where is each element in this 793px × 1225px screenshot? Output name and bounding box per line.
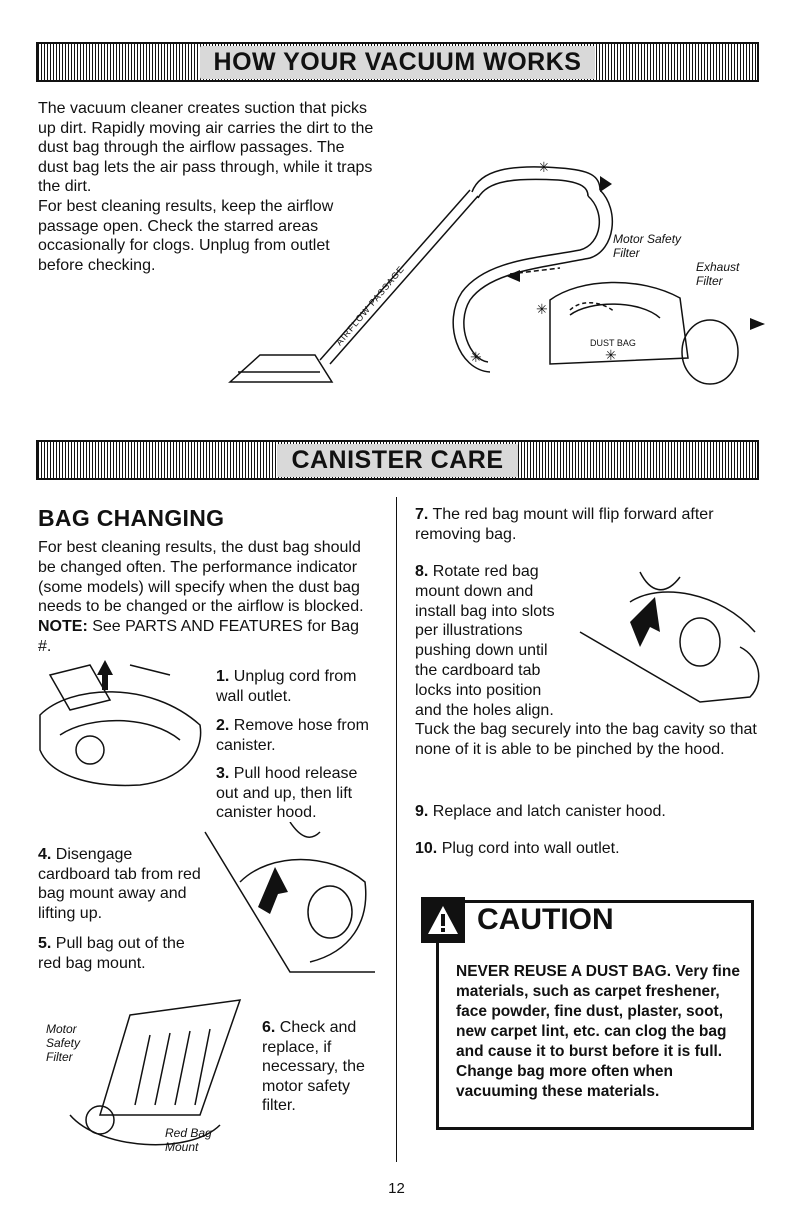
fig-disengage-tab — [204, 822, 375, 973]
warning-triangle-icon — [421, 897, 465, 943]
caution-title: CAUTION — [471, 903, 620, 937]
caution-box — [436, 900, 754, 1130]
page-number: 12 — [388, 1180, 405, 1197]
step-2: 2. Remove hose from canister. — [216, 717, 369, 754]
fig-install-bag — [579, 571, 760, 703]
airflow-passage-label: AIRFLOW PASSAGE — [334, 264, 406, 348]
section-banner-how-vacuum-works: HOW YOUR VACUUM WORKS — [36, 42, 759, 82]
bag-changing-intro: For best cleaning results, the dust bag … — [38, 539, 364, 655]
red-bag-mount-label: Red Bag Mount — [165, 1126, 212, 1154]
section-banner-canister-care: CANISTER CARE — [36, 440, 759, 480]
step-6: 6. Check and replace, if necessary, the … — [262, 1019, 365, 1114]
fig-motor-safety-filter — [69, 999, 242, 1146]
step-8: 8. Rotate red bag mount down and install… — [415, 563, 757, 759]
step-1: 1. Unplug cord from wall outlet. — [216, 668, 357, 705]
svg-text:✳: ✳ — [605, 347, 617, 363]
column-divider — [396, 497, 397, 1162]
step-9: 9. Replace and latch canister hood. — [415, 803, 666, 820]
caution-header: CAUTION — [421, 896, 620, 944]
svg-text:✳: ✳ — [536, 301, 548, 317]
fig-unplug-remove-hose — [39, 660, 202, 787]
motor-safety-filter-label: Motor Safety Filter — [46, 1022, 81, 1064]
dust-bag-label: DUST BAG — [590, 338, 636, 348]
banner-title: CANISTER CARE — [277, 443, 518, 477]
step-3: 3. Pull hood release out and up, then li… — [216, 765, 358, 821]
step-5: 5. Pull bag out of the red bag mount. — [38, 935, 185, 972]
exhaust-filter-label: Exhaust Filter — [696, 260, 740, 288]
intro-paragraph-1: The vacuum cleaner creates suction that … — [38, 100, 374, 195]
svg-text:✳: ✳ — [470, 349, 482, 365]
vacuum-airflow-diagram: ✳ ✳ ✳ ✳ DUST BAG AIRFLOW PASSAGE — [228, 159, 765, 385]
step-7: 7. The red bag mount will flip forward a… — [415, 506, 714, 543]
banner-title: HOW YOUR VACUUM WORKS — [199, 45, 596, 79]
step-10: 10. Plug cord into wall outlet. — [415, 840, 620, 857]
bag-changing-heading: BAG CHANGING — [38, 505, 225, 531]
motor-safety-filter-label: Motor Safety Filter — [613, 232, 682, 260]
caution-text: NEVER REUSE A DUST BAG. Very fine materi… — [456, 963, 740, 1100]
intro-paragraph-2: For best cleaning results, keep the airf… — [38, 198, 334, 274]
step-4: 4. Disengage cardboard tab from red bag … — [38, 846, 201, 922]
svg-text:✳: ✳ — [538, 159, 550, 175]
